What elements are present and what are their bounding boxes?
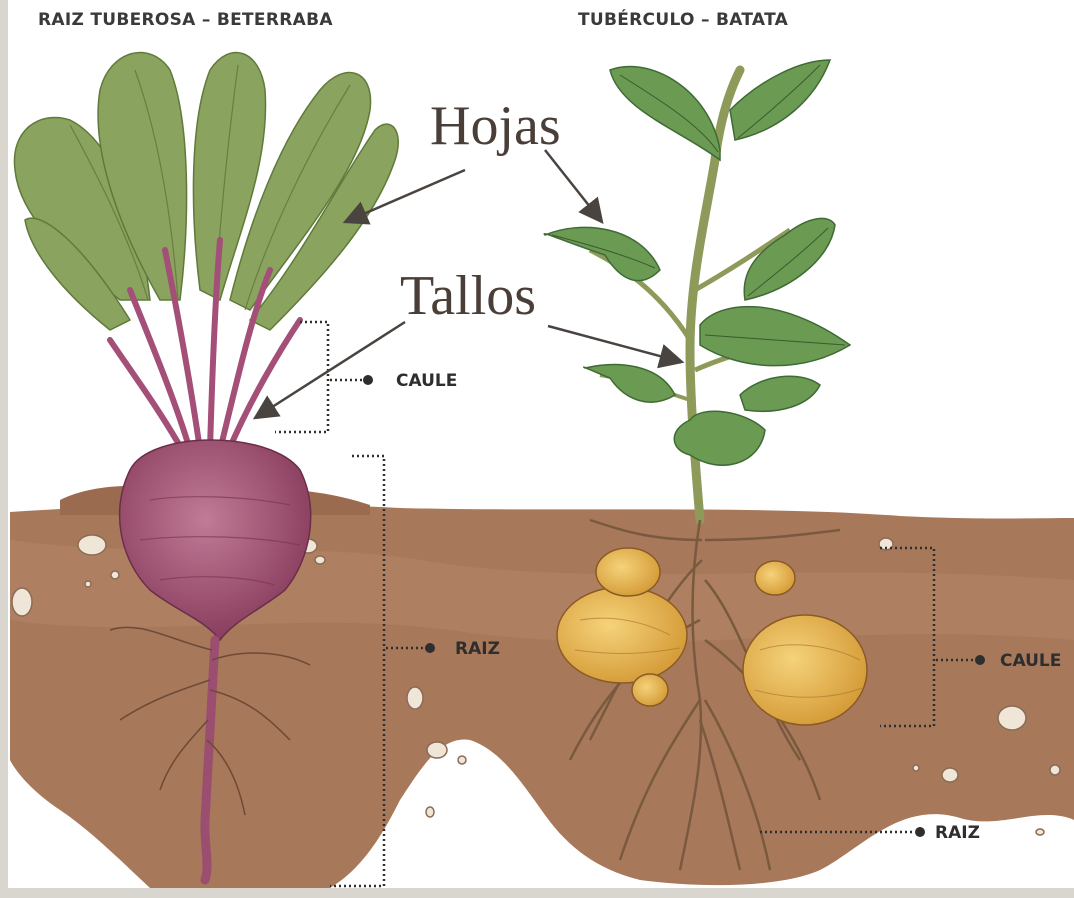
tallos-arrow-potato <box>548 326 682 362</box>
frame-left <box>0 0 8 898</box>
tallos-label: Tallos <box>400 268 536 324</box>
frame-bottom <box>0 888 1074 898</box>
potato-caule-label: CAULE <box>1000 651 1061 671</box>
title-beet: RAIZ TUBEROSA – BETERRABA <box>38 10 333 30</box>
hojas-arrow-potato <box>545 150 602 222</box>
tallos-arrow-beet <box>255 322 405 418</box>
title-potato: TUBÉRCULO – BATATA <box>578 10 788 30</box>
hojas-label: Hojas <box>430 98 561 154</box>
beet-caule-label: CAULE <box>396 371 457 391</box>
potato-raiz-label: RAIZ <box>935 823 980 843</box>
beet-raiz-label: RAIZ <box>455 639 500 659</box>
